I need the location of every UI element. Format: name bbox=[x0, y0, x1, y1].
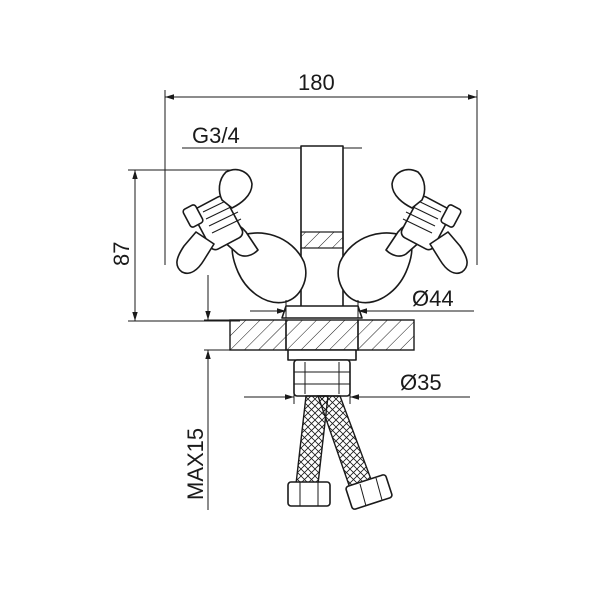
dimension-height: 87 bbox=[109, 169, 240, 322]
dimension-deck-hole-small: Ø35 bbox=[244, 370, 470, 404]
max-thickness-label: MAX15 bbox=[183, 428, 208, 500]
dimension-overall-width: 180 bbox=[164, 70, 478, 265]
left-handle-valve bbox=[176, 168, 307, 304]
spout-base bbox=[281, 305, 363, 319]
height-label: 87 bbox=[109, 242, 134, 266]
hose-end-nuts bbox=[287, 474, 393, 510]
dimension-max-thickness: MAX15 bbox=[183, 275, 211, 510]
dimension-inlet-thread: G3/4 bbox=[182, 123, 362, 149]
mounting-shank bbox=[287, 349, 357, 397]
dimension-deck-hole-large: Ø44 bbox=[250, 286, 474, 318]
deck-hole-small-label: Ø35 bbox=[400, 370, 442, 395]
spout bbox=[300, 145, 344, 311]
deck-hole-large-label: Ø44 bbox=[412, 286, 454, 311]
inlet-thread-label: G3/4 bbox=[192, 123, 240, 148]
right-handle-valve bbox=[337, 168, 468, 304]
flexible-hoses bbox=[295, 395, 373, 489]
deck-section bbox=[204, 319, 415, 351]
overall-width-label: 180 bbox=[298, 70, 335, 95]
